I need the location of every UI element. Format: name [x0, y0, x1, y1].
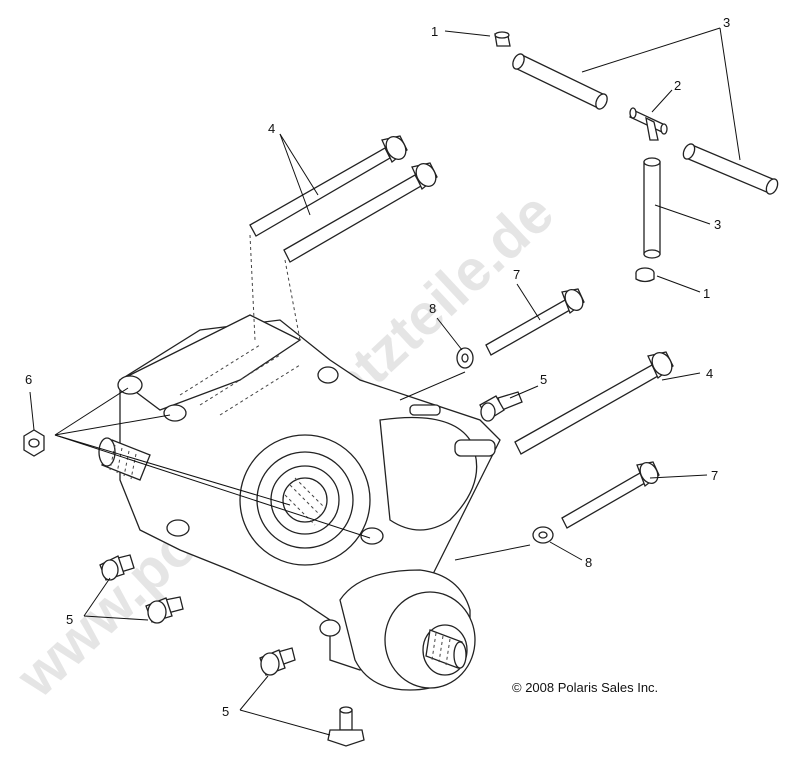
vent-hose-vertical — [643, 157, 661, 259]
callout-1-lower: 1 — [703, 286, 710, 301]
leader-lines — [29, 27, 741, 736]
callout-3-right: 3 — [714, 217, 721, 232]
callout-4-top: 4 — [268, 121, 275, 136]
short-bolt-5-bottom-2 — [327, 706, 365, 747]
bolt-7-lower — [561, 461, 660, 529]
callout-5-bottom: 5 — [222, 704, 229, 719]
short-bolt-5-right — [479, 391, 523, 422]
bolt-7-upper — [485, 288, 585, 356]
copyright-notice: © 2008 Polaris Sales Inc. — [512, 680, 658, 695]
callouts: 1 1 2 3 3 4 4 5 5 5 6 7 7 8 8 — [25, 15, 730, 719]
washer-8-lower — [532, 526, 554, 544]
short-bolt-5-left-upper — [99, 554, 135, 581]
callout-8-lower: 8 — [585, 555, 592, 570]
callout-8-top: 8 — [429, 301, 436, 316]
vent-hose-upper — [512, 53, 608, 110]
long-bolt-upper-2 — [283, 162, 438, 263]
vent-hose-right — [682, 143, 779, 195]
hose-clamp-top — [494, 31, 511, 47]
callout-5-left: 5 — [66, 612, 73, 627]
callout-2: 2 — [674, 78, 681, 93]
callout-5-right: 5 — [540, 372, 547, 387]
lower-splined-shaft — [425, 629, 467, 669]
callout-1-top: 1 — [431, 24, 438, 39]
hose-clamp-lower — [635, 267, 655, 283]
tee-fitting — [629, 107, 668, 141]
long-bolt-right — [514, 351, 674, 455]
left-splined-shaft — [98, 437, 151, 481]
callout-7-top: 7 — [513, 267, 520, 282]
short-bolt-5-bottom-1 — [259, 647, 296, 676]
hex-nut-6 — [23, 429, 45, 457]
callout-6: 6 — [25, 372, 32, 387]
short-bolt-5-left-lower — [145, 596, 184, 624]
callout-4-right: 4 — [706, 366, 713, 381]
callout-7-right: 7 — [711, 468, 718, 483]
long-bolt-upper-1 — [249, 135, 408, 237]
gearcase-housing — [98, 234, 501, 691]
callout-3-top: 3 — [723, 15, 730, 30]
washer-8-upper — [456, 347, 474, 369]
